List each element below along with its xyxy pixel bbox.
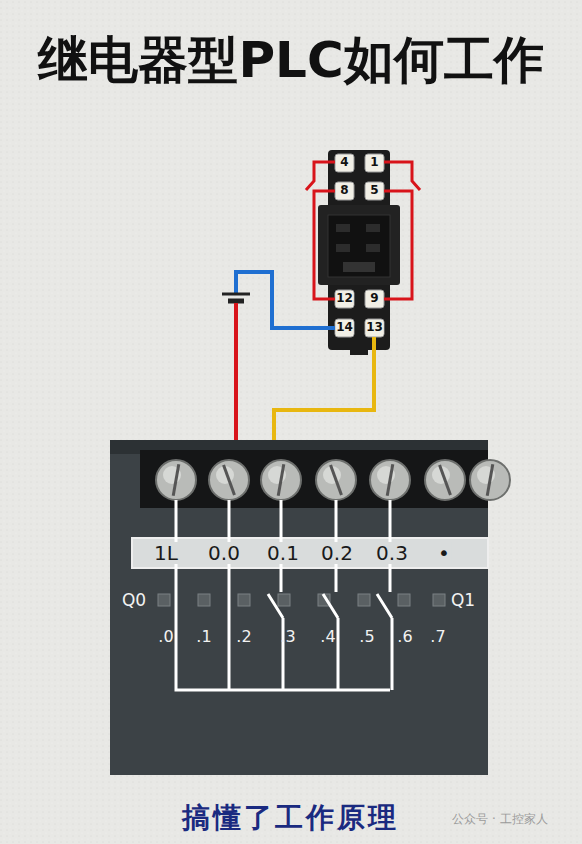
output-group-label: Q1 (451, 591, 475, 610)
relay-socket (318, 150, 400, 355)
led-label: .3 (280, 628, 295, 646)
terminal-label: 0.2 (320, 542, 354, 564)
led-label: .7 (430, 628, 445, 646)
led-label: .1 (196, 628, 211, 646)
watermark: 公众号 · 工控家人 (452, 813, 547, 826)
terminal-label: 0.0 (207, 542, 241, 564)
output-schematic (176, 500, 392, 690)
led-label: .2 (236, 628, 251, 646)
terminal-number: 5 (369, 184, 379, 197)
blue-wire (236, 272, 335, 328)
terminal-number: 12 (335, 292, 354, 305)
terminal-label: 0.3 (375, 542, 409, 564)
led-label: .5 (359, 628, 374, 646)
led-label: .4 (320, 628, 335, 646)
output-group-label: Q0 (122, 591, 146, 610)
caption: 搞懂了工作原理 (182, 803, 399, 834)
terminal-label: • (437, 542, 451, 564)
terminal-number: 9 (369, 292, 379, 305)
title: 继电器型PLC如何工作 (38, 33, 543, 88)
terminal-number: 4 (339, 156, 349, 169)
terminal-number: 14 (335, 321, 354, 334)
terminal-number: 13 (365, 321, 384, 334)
led-label: .0 (158, 628, 173, 646)
contact-lines (306, 162, 420, 299)
led-label: .6 (397, 628, 412, 646)
terminal-label: 1L (153, 542, 179, 564)
terminal-label: 0.1 (266, 542, 300, 564)
terminal-number: 1 (369, 156, 379, 169)
battery-symbol (222, 294, 250, 301)
terminal-screws (156, 460, 510, 500)
terminal-number: 8 (339, 184, 349, 197)
plc-panel (110, 440, 488, 775)
